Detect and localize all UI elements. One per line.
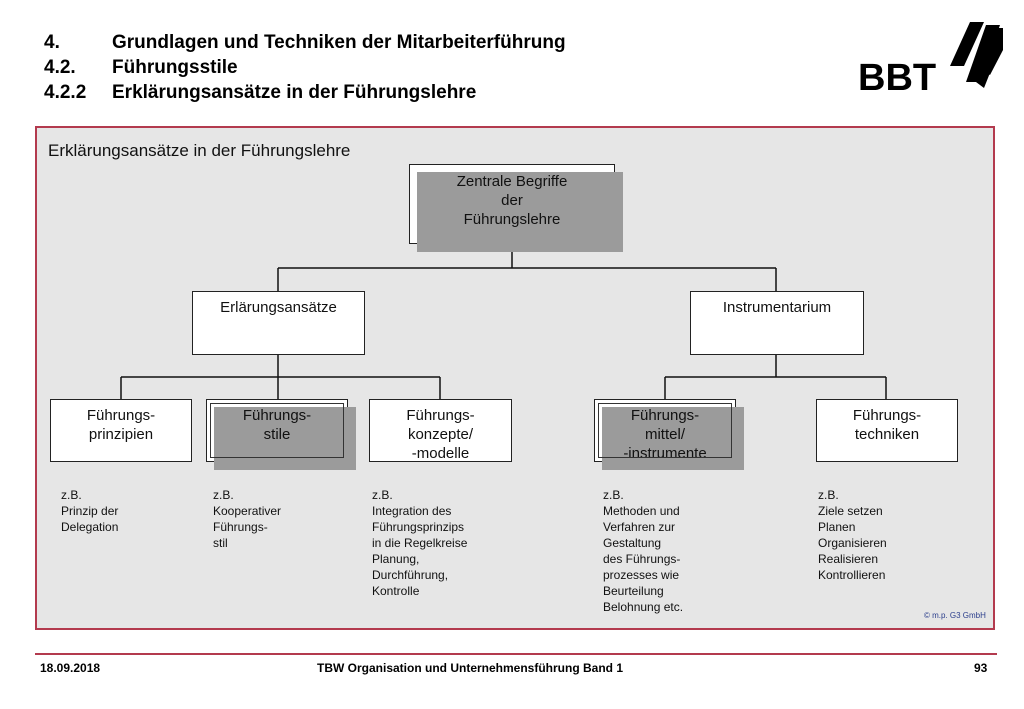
example-konzepte: z.B. Integration des Führungsprinzips in… — [372, 488, 468, 598]
footer-title: TBW Organisation und Unternehmensführung… — [317, 661, 623, 675]
diagram-title: Erklärungsansätze in der Führungslehre — [48, 141, 351, 160]
example-prinzipien: z.B. Prinzip der Delegation — [61, 488, 119, 534]
example-stile: z.B. Kooperativer Führungs- stil — [213, 488, 282, 550]
node-inner-border — [210, 403, 344, 458]
heading-number: 4.2. — [44, 57, 76, 78]
example-techniken: z.B. Ziele setzen Planen Organisieren Re… — [818, 488, 887, 582]
node-inner-border — [598, 403, 732, 458]
heading-text: Erklärungsansätze in der Führungslehre — [112, 82, 477, 103]
footer-divider — [35, 653, 997, 655]
bbt-logo: BBT — [858, 22, 1003, 99]
example-mittel: z.B. Methoden und Verfahren zur Gestaltu… — [603, 488, 684, 614]
heading-text: Führungsstile — [112, 57, 238, 78]
node-fuehrungsprinzipien: Führungs- prinzipien — [50, 399, 192, 462]
node-fuehrungskonzepte: Führungs- konzepte/ -modelle — [369, 399, 512, 462]
copyright-note: © m.p. G3 GmbH — [924, 611, 986, 620]
node-instrumentarium: Instrumentarium — [690, 291, 864, 355]
node-root: Zentrale Begriffe der Führungslehre — [409, 164, 623, 252]
heading-number: 4.2.2 — [44, 82, 87, 103]
heading-number: 4. — [44, 32, 60, 53]
node-fuehrungsstile: Führungs- stile — [206, 399, 356, 470]
logo-text: BBT — [858, 57, 936, 99]
footer-date: 18.09.2018 — [40, 661, 101, 675]
heading-text: Grundlagen und Techniken der Mitarbeiter… — [112, 32, 566, 53]
node-fuehrungsmittel: Führungs- mittel/ -instrumente — [594, 399, 744, 470]
node-erklaerungsansaetze: Erlärungsansätze — [192, 291, 365, 355]
page-number: 93 — [974, 661, 988, 675]
node-fuehrungstechniken: Führungs- techniken — [816, 399, 958, 462]
